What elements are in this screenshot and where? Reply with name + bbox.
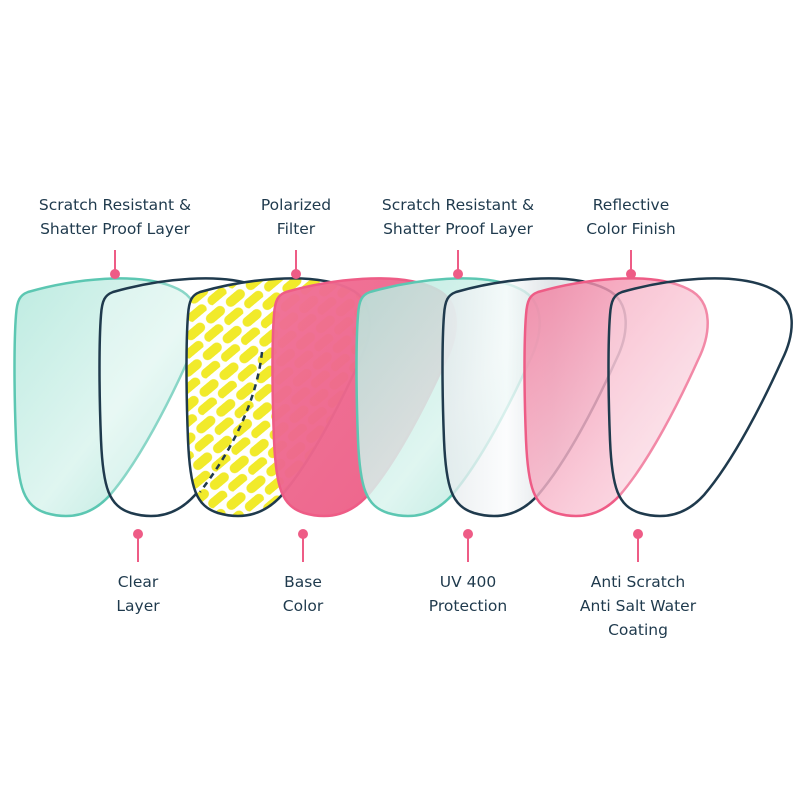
label-line: Anti Scratch [590, 573, 686, 591]
bottom-clear-layer-connector-dot [133, 529, 143, 539]
label-line: Shatter Proof Layer [40, 220, 190, 238]
label-scratch-resistant-2: Scratch Resistant & Shatter Proof Layer [348, 193, 568, 241]
label-line: Base [284, 573, 322, 591]
bottom-uv-400-protection-connector-dot [463, 529, 473, 539]
label-line: Color [282, 597, 324, 615]
top-scratch-resistant-1-connector-dot [110, 269, 120, 279]
label-line: Coating [608, 621, 668, 639]
label-line: Protection [428, 597, 508, 615]
bottom-anti-scratch-coating-connector-dot [633, 529, 643, 539]
label-scratch-resistant-1: Scratch Resistant & Shatter Proof Layer [5, 193, 225, 241]
label-line: Color Finish [586, 220, 676, 238]
label-line: Reflective [592, 196, 670, 214]
label-line: Anti Salt Water [579, 597, 697, 615]
label-line: Clear [117, 573, 159, 591]
label-line: Polarized [260, 196, 332, 214]
label-line: Scratch Resistant & [38, 196, 192, 214]
label-line: Scratch Resistant & [381, 196, 535, 214]
top-polarized-filter-connector-dot [291, 269, 301, 279]
top-reflective-color-finish-connector-dot [626, 269, 636, 279]
label-line: UV 400 [439, 573, 497, 591]
label-line: Shatter Proof Layer [383, 220, 533, 238]
lens-clear-coating-layer [607, 277, 793, 518]
label-line: Filter [276, 220, 316, 238]
overlap-dashed-outline [199, 351, 264, 493]
top-scratch-resistant-2-connector-dot [453, 269, 463, 279]
label-line: Layer [116, 597, 160, 615]
bottom-base-color-connector-dot [298, 529, 308, 539]
